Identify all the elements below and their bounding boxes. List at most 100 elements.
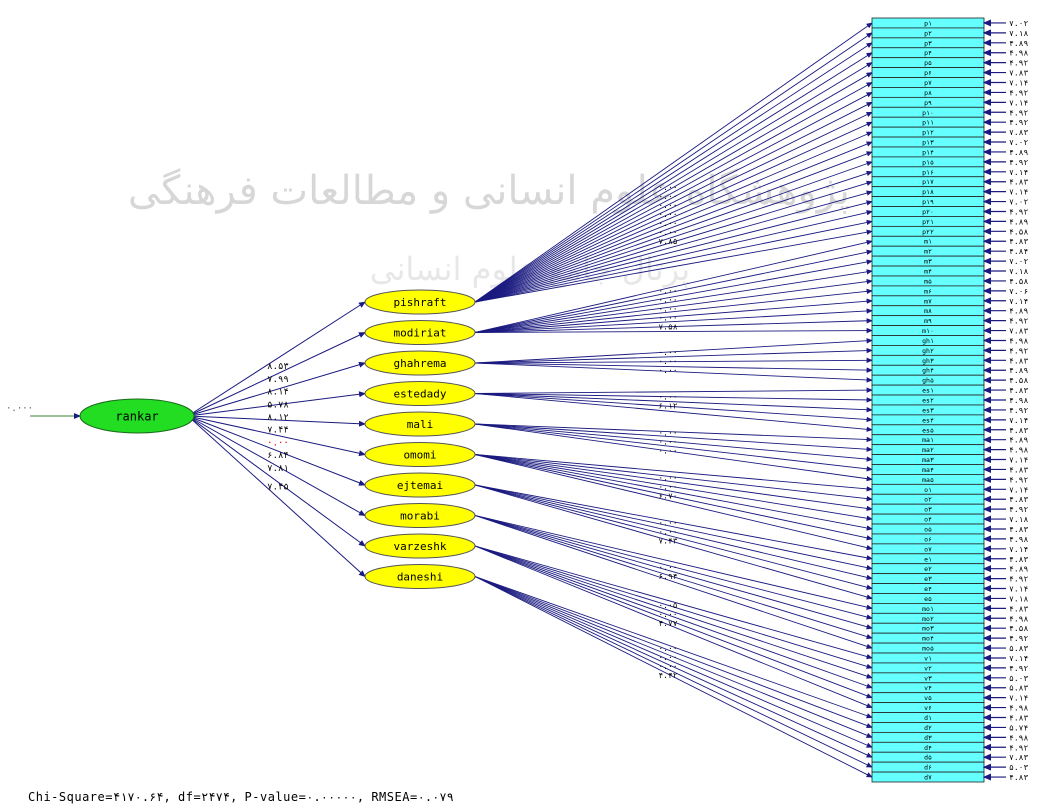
error-variance-label: ۴.۹۲ — [1009, 158, 1028, 167]
factor-label: varzeshk — [394, 540, 447, 553]
loading-value-label: ·.·· — [658, 348, 677, 357]
error-variance-label: ۷.۱۴ — [1009, 545, 1028, 554]
loading-arrow — [474, 576, 873, 719]
indicator-label: es۲ — [922, 397, 934, 405]
indicator-label: m۱ — [924, 238, 932, 246]
error-variance-label: ۷.۱۴ — [1009, 168, 1028, 177]
loading-value-label: ۴.۷۷ — [658, 619, 677, 628]
indicator-label: gh۳ — [922, 357, 934, 365]
error-variance-label: ۷.۱۴ — [1009, 188, 1028, 197]
error-variance-label: ۵.۰۳ — [1009, 763, 1028, 772]
loading-value-label: ·.·· — [658, 357, 677, 366]
error-variance-label: ۷.۱۴ — [1009, 585, 1028, 594]
factor-morabi[interactable] — [364, 503, 476, 528]
factor-pishraft[interactable] — [364, 289, 476, 315]
indicator-label: d۵ — [924, 754, 932, 762]
loading-arrow — [474, 454, 873, 521]
error-variance-label: ۴.۹۲ — [1009, 207, 1028, 216]
loading-arrow — [474, 318, 873, 333]
loading-arrow — [474, 545, 873, 679]
loading-arrow — [474, 576, 873, 778]
error-variance-label: ۴.۹۸ — [1009, 535, 1028, 544]
loading-arrow — [474, 454, 873, 531]
loading-arrow — [474, 151, 873, 303]
loading-arrow — [474, 210, 873, 303]
loading-arrow — [474, 91, 873, 303]
indicator-label: mo۵ — [922, 645, 934, 653]
error-variance-label: ۴.۹۲ — [1009, 59, 1028, 68]
error-variance-label: ۷.۱۴ — [1009, 78, 1028, 87]
error-variance-label: ۷.۱۴ — [1009, 654, 1028, 663]
loading-value-label: ·.·· — [658, 210, 677, 219]
indicator-label: p۱۲ — [922, 129, 934, 137]
indicator-label: v۶ — [924, 704, 932, 712]
indicator-label: gh۲ — [922, 347, 934, 355]
factor-varzeshk[interactable] — [364, 533, 476, 559]
loading-arrow — [474, 515, 873, 620]
error-variance-label: ۴.۵۸ — [1009, 376, 1028, 385]
loading-value-label: ۴.۴۲ — [658, 671, 677, 680]
indicator-label: m۸ — [924, 307, 932, 315]
error-variance-label: ۴.۹۲ — [1009, 317, 1028, 326]
error-variance-label: ۷.۸۳ — [1009, 753, 1028, 762]
error-variance-label: ۴.۹۲ — [1009, 88, 1028, 97]
loading-value-label: ·.·· — [658, 446, 677, 455]
path-loading-label: ۷.۴۵ — [267, 483, 289, 493]
loading-value-label: ·.·· — [658, 314, 677, 323]
loading-arrow — [474, 545, 873, 660]
indicator-label: e۱ — [924, 555, 932, 563]
factor-omomi[interactable] — [364, 442, 476, 467]
indicator-label: mo۳ — [922, 625, 934, 633]
error-variance-label: ۴.۹۸ — [1009, 446, 1028, 455]
loading-value-label: ·.·· — [658, 192, 677, 201]
error-variance-label: ۷.۸۳ — [1009, 128, 1028, 137]
loading-arrow — [474, 82, 873, 303]
factor-label: estedady — [394, 388, 447, 401]
error-variance-label: ۷.۱۴ — [1009, 98, 1028, 107]
indicator-label: d۷ — [924, 774, 932, 782]
indicator-label: p۴ — [924, 49, 932, 57]
error-variance-label: ۷.۰۲ — [1009, 138, 1028, 147]
indicator-label: ma۳ — [922, 456, 934, 464]
factor-label: daneshi — [397, 571, 443, 584]
loading-arrow — [474, 32, 873, 303]
factor-ejtemai[interactable] — [364, 472, 476, 498]
loading-arrow — [474, 576, 873, 738]
loading-arrow — [474, 347, 873, 364]
path-arrow — [187, 361, 366, 417]
factor-daneshi[interactable] — [364, 564, 476, 589]
loading-arrow — [474, 576, 873, 768]
path-arrow — [187, 391, 366, 417]
factor-label: mali — [407, 418, 434, 431]
indicator-label: p۱ — [924, 19, 932, 27]
indicator-label: gh۴ — [922, 367, 934, 375]
fit-statistics: Chi-Square=۴۱۷۰.۶۴, df=۲۴۷۴, P-value=۰.۰… — [28, 790, 454, 804]
error-variance-label: ۷.۱۸ — [1009, 29, 1028, 38]
error-variance-label: ۷.۰۲ — [1009, 19, 1028, 28]
loading-arrow — [474, 515, 873, 610]
factor-mali[interactable] — [364, 411, 476, 437]
root-construct-rankar[interactable] — [79, 398, 195, 434]
error-variance-label: ۴.۹۲ — [1009, 108, 1028, 117]
factor-modiriat[interactable] — [364, 320, 476, 345]
loading-value-label: ·.·· — [658, 183, 677, 192]
indicator-label: ma۲ — [922, 446, 934, 454]
error-variance-label: ۷.۱۴ — [1009, 456, 1028, 465]
error-variance-label: ۴.۸۳ — [1009, 714, 1028, 723]
indicator-label: d۳ — [924, 734, 932, 742]
loading-value-label: ·.·· — [658, 366, 677, 375]
indicator-label: m۶ — [924, 287, 932, 295]
indicator-label: o۴ — [924, 516, 932, 524]
error-variance-label: ۴.۸۳ — [1009, 178, 1028, 187]
loading-arrow — [474, 484, 873, 590]
loading-arrow — [474, 393, 873, 432]
loading-value-label: ·.·· — [658, 610, 677, 619]
loading-arrow — [474, 362, 873, 383]
factor-ghahrema[interactable] — [364, 350, 476, 376]
indicator-label: m۳ — [924, 258, 932, 266]
factor-estedady[interactable] — [364, 381, 476, 406]
loading-value-label: ·.·· — [658, 563, 677, 572]
loading-arrow — [474, 484, 873, 561]
indicator-label: d۲ — [924, 724, 932, 732]
